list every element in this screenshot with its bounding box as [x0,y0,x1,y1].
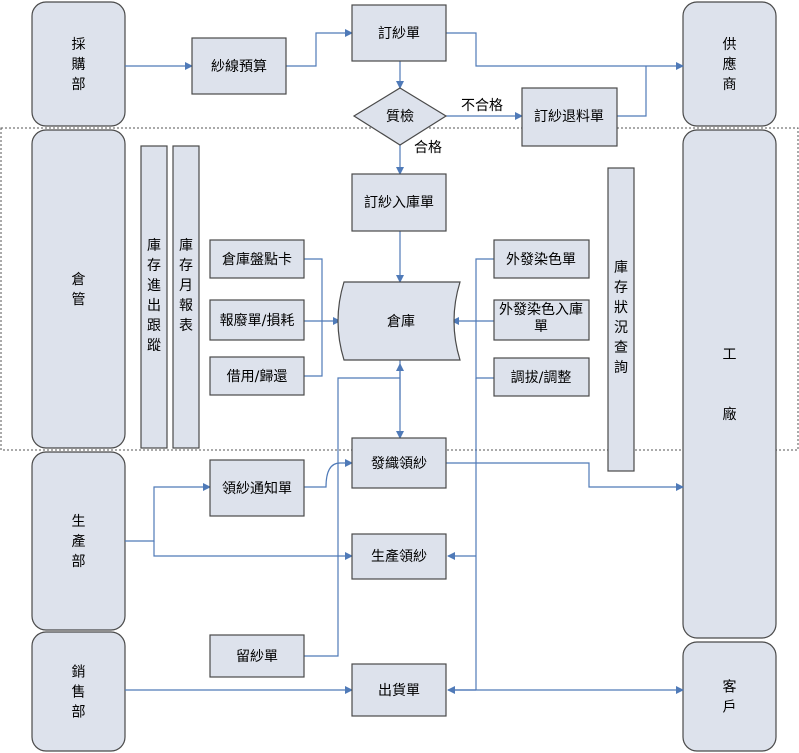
box-weaving-issue-label: 發織領紗 [371,455,427,472]
dept-sales-label: 銷售部 [72,665,86,721]
dept-warehouse: 倉管 [31,129,126,449]
box-borrow-return-label: 借用/歸還 [227,368,288,385]
dept-purchasing: 採購部 [31,1,126,127]
box-yarn-stock-in-label: 訂紗入庫單 [364,194,434,211]
box-weaving-issue: 發織領紗 [351,437,447,489]
box-transfer-adjust: 調拔/調整 [493,357,590,397]
qc-fail-label: 不合格 [461,98,503,114]
dept-purchasing-label: 採購部 [72,37,86,93]
box-stock-check-card: 倉庫盤點卡 [209,239,305,279]
box-production-issue-label: 生產領紗 [371,548,427,565]
box-external-dye-label: 外發染色單 [506,251,576,268]
box-warehouse-label: 倉庫 [387,313,415,330]
box-transfer-adjust-label: 調拔/調整 [511,370,572,386]
dept-factory-label: 工廠 [723,347,737,423]
box-shipment-label: 出貨單 [378,682,420,699]
decision-qc: 質檢 [352,87,448,146]
box-scrap-loss-label: 報廢單/損耗 [220,312,295,329]
box-yarn-return: 訂紗退料單 [521,87,618,147]
box-external-dye-in-label: 外發染色入庫單 [499,301,583,335]
box-issue-notice: 領紗通知單 [209,459,305,517]
qc-pass-label: 合格 [414,140,442,156]
bar-inout-tracking: 庫存進出跟蹤 [140,145,168,449]
box-external-dye-in: 外發染色入庫單 [493,299,590,341]
box-stock-check-card-label: 倉庫盤點卡 [222,251,292,268]
dept-factory: 工廠 [682,129,777,639]
box-warehouse: 倉庫 [337,281,461,361]
dept-sales: 銷售部 [31,631,126,752]
dept-warehouse-label: 倉管 [72,272,86,308]
dept-production: 生產部 [31,451,126,631]
decision-qc-label: 質檢 [386,108,414,125]
box-shipment: 出貨單 [351,663,447,717]
bar-stock-status-label: 庫存狀況查詢 [614,259,628,376]
dept-supplier-label: 供應商 [723,37,737,93]
box-issue-notice-label: 領紗通知單 [222,480,292,497]
dept-production-label: 生產部 [72,514,86,570]
dept-customer-label: 客戶 [723,679,737,716]
dept-supplier: 供應商 [682,1,777,127]
box-scrap-loss: 報廢單/損耗 [209,299,305,341]
bar-inout-tracking-label: 庫存進出跟蹤 [147,237,161,354]
box-yarn-return-label: 訂紗退料單 [534,109,604,125]
box-retain-yarn: 留紗單 [209,634,305,678]
box-retain-yarn-label: 留紗單 [236,649,278,665]
dept-customer: 客戶 [682,641,777,752]
bar-monthly-report-label: 庫存月報表 [179,237,193,334]
box-borrow-return: 借用/歸還 [209,356,305,396]
connectors [125,29,684,694]
box-yarn-budget: 紗線預算 [191,37,287,95]
box-external-dye: 外發染色單 [493,239,590,279]
box-yarn-order-label: 訂紗單 [378,26,420,42]
box-yarn-budget-label: 紗線預算 [211,59,267,75]
box-production-issue: 生產領紗 [351,533,447,580]
bar-stock-status: 庫存狀況查詢 [607,167,635,472]
bar-monthly-report: 庫存月報表 [172,145,200,449]
box-yarn-order: 訂紗單 [351,4,447,62]
box-yarn-stock-in: 訂紗入庫單 [351,173,447,232]
